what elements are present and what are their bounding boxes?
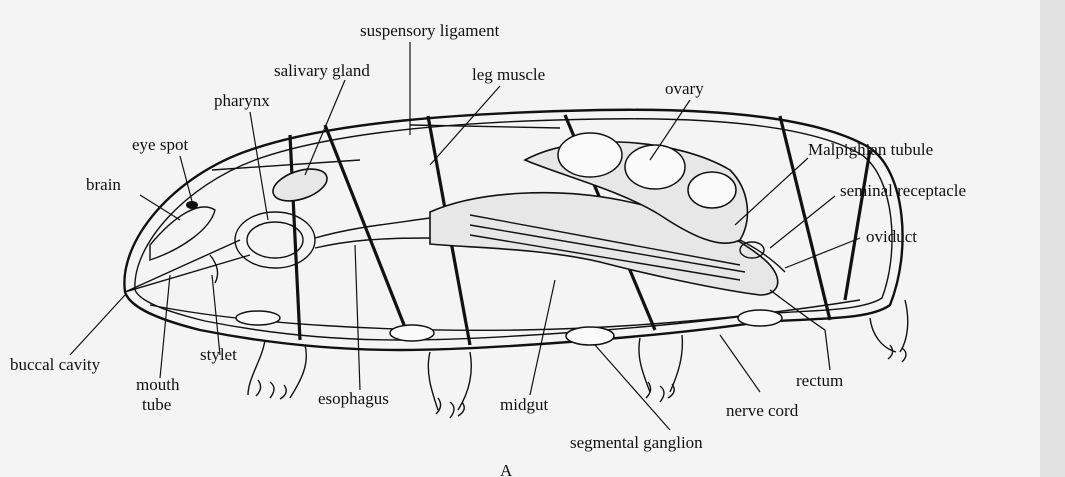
- label-leg-muscle: leg muscle: [472, 65, 545, 84]
- brain: [150, 207, 215, 260]
- stylet-shape: [210, 255, 218, 283]
- label-segmental-ganglion: segmental ganglion: [570, 433, 703, 452]
- label-ovary: ovary: [665, 79, 704, 98]
- label-oviduct: oviduct: [866, 227, 917, 246]
- label-malpighian-tubule: Malpighian tubule: [808, 140, 933, 159]
- label-seminal-receptacle: seminal receptacle: [840, 181, 966, 200]
- label-stylet: stylet: [200, 345, 237, 364]
- label-mouth: mouth: [136, 375, 180, 394]
- label-rectum: rectum: [796, 371, 843, 390]
- label-eye-spot: eye spot: [132, 135, 188, 154]
- panel-letter: A: [500, 461, 513, 477]
- ganglion-1: [236, 311, 280, 325]
- label-midgut: midgut: [500, 395, 548, 414]
- label-nerve-cord: nerve cord: [726, 401, 799, 420]
- salivary-gland: [269, 163, 331, 207]
- labels: suspensory ligament salivary gland leg m…: [10, 21, 966, 477]
- label-brain: brain: [86, 175, 121, 194]
- page-edge: [1040, 0, 1065, 477]
- label-buccal-cavity: buccal cavity: [10, 355, 101, 374]
- nerve-cord: [150, 300, 860, 345]
- ganglion-4: [738, 310, 782, 326]
- label-tube: tube: [142, 395, 171, 414]
- label-salivary-gland: salivary gland: [274, 61, 370, 80]
- head-organs: [125, 163, 331, 292]
- label-suspensory-ligament: suspensory ligament: [360, 21, 500, 40]
- label-pharynx: pharynx: [214, 91, 270, 110]
- label-esophagus: esophagus: [318, 389, 389, 408]
- ganglion-3: [566, 327, 614, 345]
- ganglion-2: [390, 325, 434, 341]
